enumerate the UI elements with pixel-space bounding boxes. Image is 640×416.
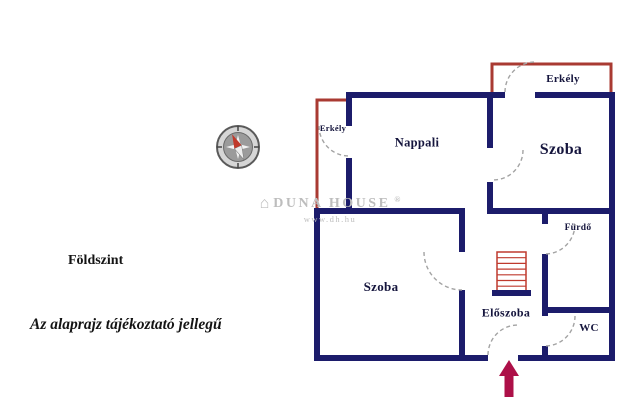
wall-segment: [518, 355, 615, 361]
walls: [314, 92, 615, 361]
wall-segment: [488, 208, 615, 214]
room-label-wc: WC: [579, 322, 599, 334]
wall-segment: [314, 355, 488, 361]
door-arc-left-balcony: [318, 125, 350, 157]
wall-segment: [314, 208, 465, 214]
door-arc-szoba-bottom: [423, 251, 463, 291]
registered-mark: ®: [394, 195, 401, 204]
room-label-erkely-left: Erkély: [319, 123, 347, 133]
door-arc-top-balcony: [504, 61, 536, 93]
wall-segment: [346, 92, 505, 98]
room-label-furdo: Fürdő: [564, 223, 592, 233]
room-label-eloszoba: Előszoba: [481, 305, 531, 320]
room-label-szoba-bottom: Szoba: [363, 279, 399, 294]
watermark-brand-text: DUNA HOUSE: [273, 196, 391, 211]
wall-segment: [542, 208, 548, 224]
balcony-outline-top-right: [490, 62, 613, 96]
door-arc-furdo: [544, 223, 576, 255]
house-icon: ⌂: [259, 195, 270, 212]
stairs-icon: [492, 251, 531, 296]
door-arc-entrance: [487, 324, 519, 356]
wall-segment: [542, 346, 548, 361]
wall-segment: [542, 254, 548, 316]
room-label-nappali: Nappali: [394, 135, 440, 150]
wall-segment: [346, 158, 352, 214]
door-arc-szoba-top: [492, 149, 524, 181]
wall-segment: [459, 208, 465, 252]
floor-level-label: Földszint: [68, 253, 124, 268]
watermark-url: www.dh.hu: [303, 214, 357, 224]
wall-segment: [542, 307, 615, 313]
wall-segment: [487, 182, 493, 214]
watermark-brand: ⌂ DUNA HOUSE ®: [260, 195, 401, 213]
wall-segment: [314, 208, 320, 361]
room-label-szoba-top: Szoba: [539, 141, 583, 158]
watermark: ⌂ DUNA HOUSE ® www.dh.hu: [260, 195, 401, 224]
room-label-erkely-top: Erkély: [546, 73, 580, 85]
door-arc-wc: [544, 315, 576, 347]
compass-icon: [216, 125, 260, 169]
disclaimer-text: Az alaprajz tájékoztató jellegű: [30, 316, 222, 333]
wall-segment: [487, 92, 493, 148]
entrance-arrow-icon: [499, 360, 519, 397]
wall-segment: [609, 92, 615, 361]
wall-segment: [535, 92, 615, 98]
wall-segment: [459, 290, 465, 361]
balcony-outlines: [315, 62, 613, 210]
door-arcs: [318, 61, 576, 356]
wall-segment: [346, 92, 352, 126]
balcony-outline-left: [315, 98, 349, 210]
